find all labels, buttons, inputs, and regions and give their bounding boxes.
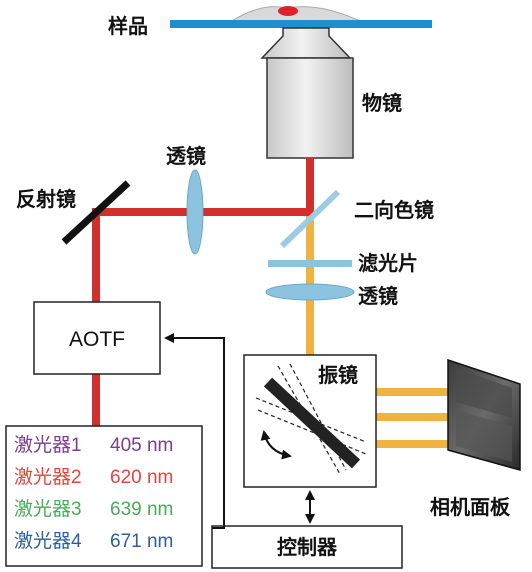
sample-slide [170,6,432,28]
camera-label: 相机面板 [430,495,511,519]
filter-label: 滤光片 [358,252,418,275]
galvo-label: 振镜 [318,363,358,387]
dichroic-mirror [279,189,341,249]
sample-label: 样品 [108,14,148,38]
mirror-label: 反射镜 [16,187,76,211]
aotf-label: AOTF [69,328,125,351]
laser-2-name: 激光器2 [14,466,82,488]
objective-label: 物镜 [362,91,402,115]
filter [268,260,352,267]
lens-bottom-label: 透镜 [358,284,398,308]
laser-1-wavelength: 405 nm [110,435,173,456]
galvo-mirror [255,363,367,475]
lens-bottom [265,283,355,301]
laser-4-name: 激光器4 [14,530,82,552]
laser-4-wavelength: 671 nm [110,531,173,552]
mirror [61,180,131,245]
laser-3-name: 激光器3 [14,498,82,520]
laser-1-name: 激光器1 [14,434,82,456]
lens-top-label: 透镜 [166,144,206,168]
lens-top [186,169,204,255]
aotf-box [33,301,161,375]
laser-list: 激光器1 405 nm 激光器2 620 nm 激光器3 639 nm 激光器4… [14,434,173,552]
dichroic-label: 二向色镜 [354,198,434,222]
slide-glass [170,20,432,28]
laser-box [5,425,203,567]
camera-panel [447,358,521,471]
excitation-beam [92,158,314,426]
controller-label: 控制器 [277,535,338,559]
objective-lens [260,27,354,159]
laser-3-wavelength: 639 nm [110,499,173,520]
sample-spot [278,6,298,16]
curved-double-arrow-icon [260,430,292,460]
arrow-icon [164,333,225,529]
laser-2-wavelength: 620 nm [110,467,173,488]
controller-box [211,525,403,569]
